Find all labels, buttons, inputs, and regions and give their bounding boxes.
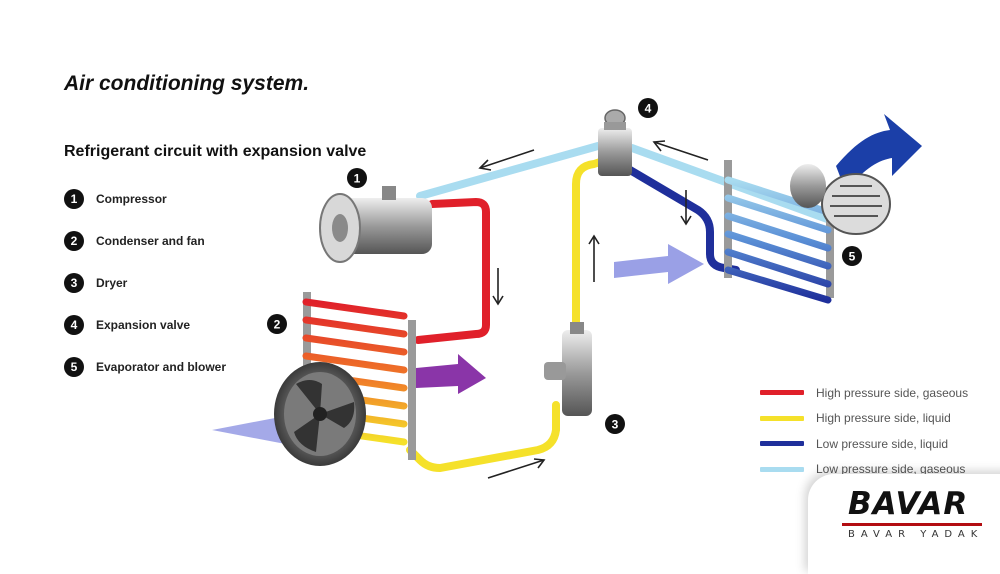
legend-label: Low pressure side, liquid <box>816 436 949 451</box>
legend-swatch <box>760 441 804 447</box>
legend: High pressure side, gaseous High pressur… <box>760 380 968 482</box>
legend-label: Low pressure side, gaseous <box>816 462 966 477</box>
low-pressure-gas-line <box>416 142 602 200</box>
flow-arrow <box>487 459 545 479</box>
flow-arrow-head <box>652 140 666 152</box>
legend-item: High pressure side, gaseous <box>760 380 968 406</box>
flow-arrow-head <box>680 215 692 226</box>
flow-arrow <box>653 141 709 161</box>
flow-arrow-head <box>533 458 546 469</box>
number-badge: 5 <box>64 357 84 377</box>
number-badge <box>638 98 658 118</box>
brand-logo: BAVAR BAVAR YADAK <box>808 474 1000 574</box>
high-pressure-gas-line <box>414 197 490 344</box>
number-badge: 3 <box>64 273 84 293</box>
logo-underline <box>842 523 982 526</box>
flow-arrows <box>478 140 709 479</box>
component-item: 5 Evaporator and blower <box>64 346 226 388</box>
page-subtitle: Refrigerant circuit with expansion valve <box>64 143 367 160</box>
high-pressure-liquid-line <box>572 158 604 334</box>
dryer <box>544 322 592 416</box>
component-label: Evaporator and blower <box>96 360 227 374</box>
component-item: 3 Dryer <box>64 262 226 304</box>
number-badge <box>347 168 367 188</box>
high-pressure-liquid-line <box>406 401 560 473</box>
badge-number: 3 <box>612 418 619 432</box>
legend-item: Low pressure side, gaseous <box>760 457 968 483</box>
legend-swatch <box>760 466 804 472</box>
legend-label: High pressure side, gaseous <box>816 385 969 400</box>
badge-number: 1 <box>354 172 361 186</box>
logo-subtitle: BAVAR YADAK <box>848 529 984 540</box>
flow-arrow-head <box>588 234 600 245</box>
number-badge <box>842 246 862 266</box>
blower-outlet-arrow <box>836 114 922 192</box>
badge-number: 4 <box>645 102 652 116</box>
legend-swatch <box>760 415 804 421</box>
flow-arrow-head <box>492 295 504 306</box>
logo-mark: BAVAR <box>848 486 969 522</box>
flow-arrow-head <box>478 159 492 171</box>
number-badge <box>267 314 287 334</box>
legend-item: High pressure side, liquid <box>760 406 968 432</box>
legend-label: High pressure side, liquid <box>816 411 951 426</box>
component-item: 2 Condenser and fan <box>64 220 226 262</box>
component-item: 4 Expansion valve <box>64 304 226 346</box>
evaporator <box>724 160 834 304</box>
number-badge: 4 <box>64 315 84 335</box>
page-title: Air conditioning system. <box>64 72 310 95</box>
blower <box>790 164 891 235</box>
legend-swatch <box>760 390 804 396</box>
flow-arrow <box>479 149 535 169</box>
diagram-badges: 1 2 3 4 5 <box>267 98 862 434</box>
expansion-valve <box>598 109 632 176</box>
number-badge <box>605 414 625 434</box>
badge-number: 5 <box>849 250 856 264</box>
component-label: Expansion valve <box>96 318 191 332</box>
number-badge: 1 <box>64 189 84 209</box>
number-badge: 2 <box>64 231 84 251</box>
evaporator-air-inlet-arrow <box>614 244 704 284</box>
condenser-fan <box>274 362 366 466</box>
component-label: Dryer <box>96 276 128 290</box>
component-item: 1 Compressor <box>64 178 226 220</box>
low-pressure-liquid-line <box>626 166 740 274</box>
component-label: Compressor <box>96 192 167 206</box>
hot-air-arrow <box>416 354 486 394</box>
compressor <box>319 186 432 263</box>
badge-number: 2 <box>274 318 281 332</box>
component-label: Condenser and fan <box>96 234 205 248</box>
legend-item: Low pressure side, liquid <box>760 431 968 457</box>
